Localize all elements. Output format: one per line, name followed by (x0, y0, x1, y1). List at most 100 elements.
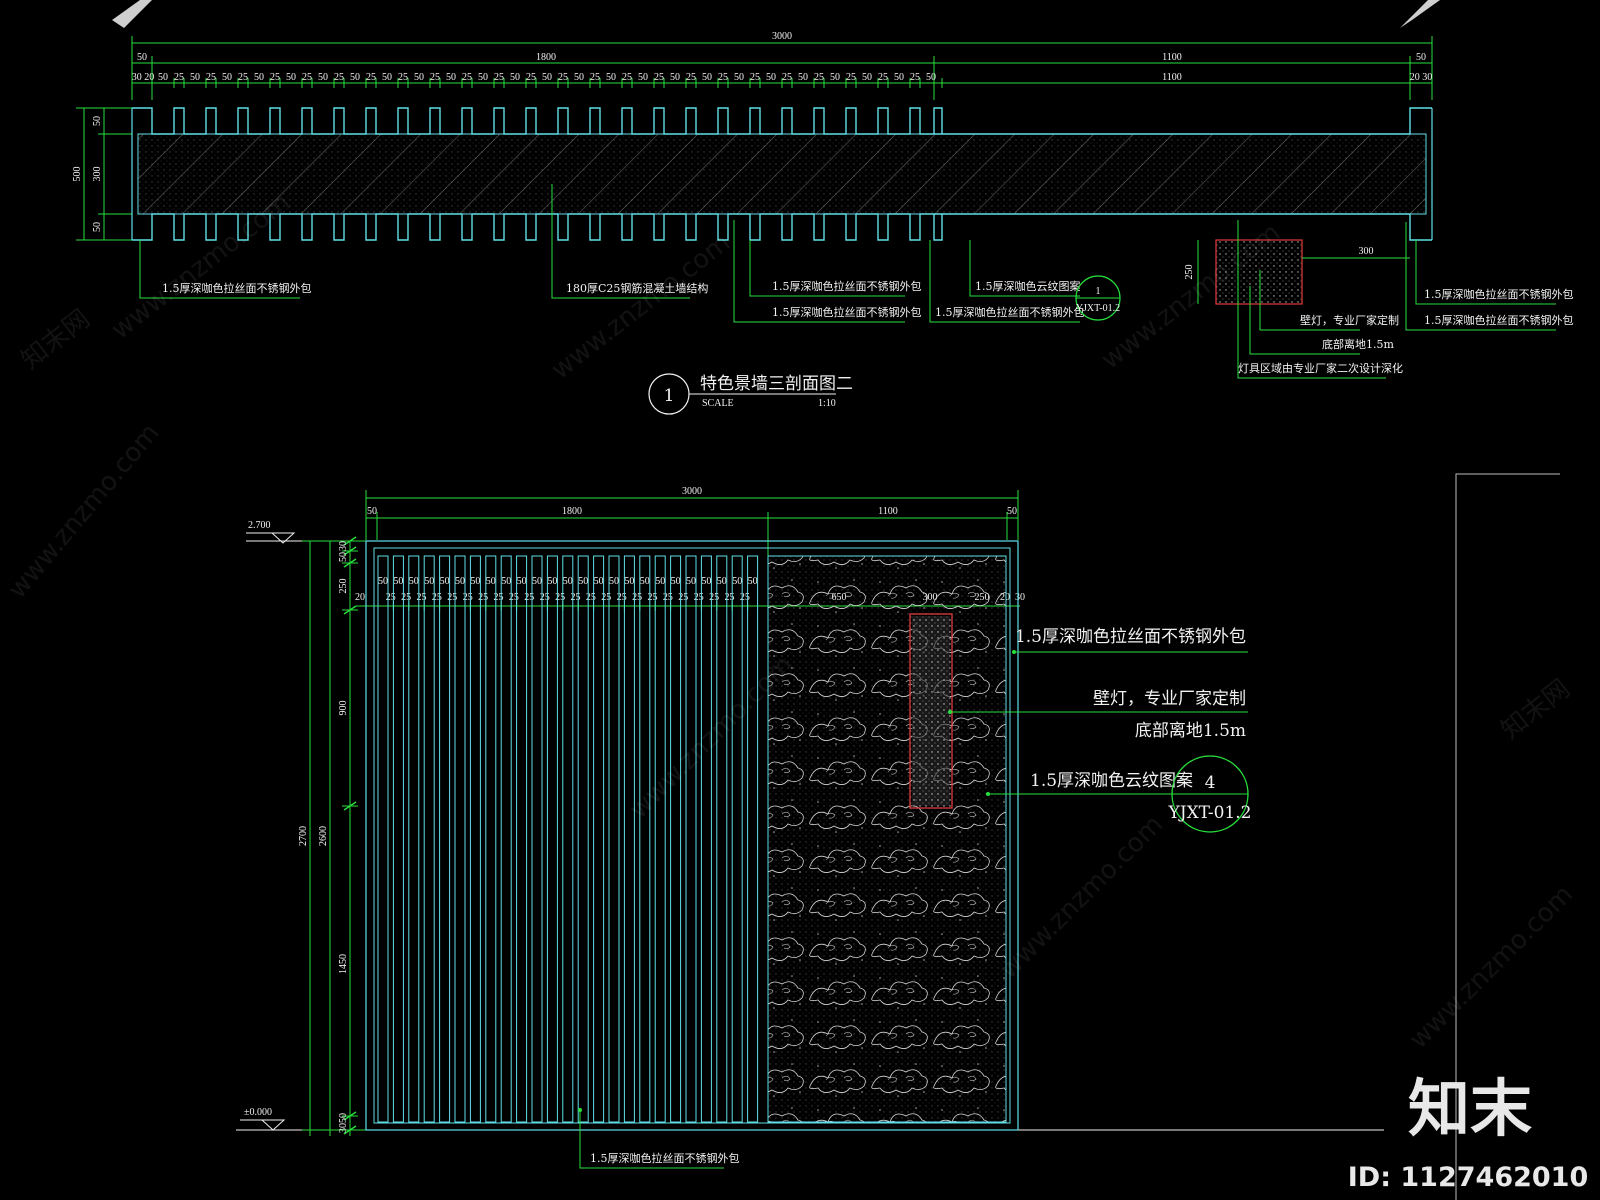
elev-fin-dim-50: 50 (455, 576, 465, 587)
elev-height-total: 2700 (298, 826, 309, 846)
top-fin-dim-50: 50 (734, 72, 744, 83)
fin-bar (454, 555, 466, 1123)
wall-light-plan (1215, 239, 1303, 305)
top-fin-dim-50: 50 (318, 72, 328, 83)
top-fin-dim-50: 50 (414, 72, 424, 83)
elev-fin-dim-25: 25 (540, 592, 550, 603)
elev-edge-30-right: 30 (1015, 592, 1025, 603)
fin-bar (562, 555, 574, 1123)
top-fin-dim-50: 50 (350, 72, 360, 83)
elev-fin-dim-50: 50 (440, 576, 450, 587)
top-fin-dim-25: 25 (718, 72, 728, 83)
elev-fin-dim-25: 25 (478, 592, 488, 603)
elev-dim-total: 3000 (682, 486, 702, 497)
top-dim-part-4: 50 (1416, 52, 1426, 63)
label-concrete: 180厚C25钢筋混凝土墙结构 (566, 281, 708, 295)
elev-fin-dim-25: 25 (617, 592, 627, 603)
elev-fin-dim-25: 25 (601, 592, 611, 603)
elev-dim-part-4: 50 (1007, 506, 1017, 517)
label-fins-a: 1.5厚深咖色拉丝面不锈钢外包 (772, 279, 922, 293)
elevation: 3000 50 1800 1100 50 5025502550255025502… (236, 486, 1384, 1169)
elev-fin-dim-25: 25 (648, 592, 658, 603)
top-fin-dim-25: 25 (910, 72, 920, 83)
elev-label-cloud: 1.5厚深咖色云纹图案 (1030, 771, 1193, 791)
watermark-cn-2: 知末网 (1496, 674, 1576, 746)
top-height-2: 300 (92, 167, 103, 182)
top-height-total: 500 (72, 167, 83, 182)
elev-fin-dim-50: 50 (547, 576, 557, 587)
top-dim-end: 20 30 (1410, 72, 1433, 83)
elev-fin-dim-50: 50 (655, 576, 665, 587)
top-fin-dim-25: 25 (270, 72, 280, 83)
fin-bar (639, 555, 651, 1123)
label-light-1: 壁灯，专业厂家定制 (1300, 313, 1399, 327)
elev-h-50-bot: 50 (338, 1113, 349, 1123)
wall-outline (365, 540, 1019, 1131)
top-fin-dim-25: 25 (174, 72, 184, 83)
top-fin-dim-50: 50 (478, 72, 488, 83)
top-fin-dim-25: 25 (398, 72, 408, 83)
elev-fin-dim-25: 25 (586, 592, 596, 603)
vertical-fins (377, 555, 759, 1123)
wall-inner-frame (373, 547, 1011, 1124)
fin-bar (408, 555, 420, 1123)
elev-fin-dim-50: 50 (640, 576, 650, 587)
top-fin-dim-25: 25 (878, 72, 888, 83)
top-fin-dim-25: 25 (494, 72, 504, 83)
elev-h-250: 250 (338, 579, 349, 594)
brand-logo: 知末 (1408, 1072, 1532, 1145)
top-fin-dim-25: 25 (846, 72, 856, 83)
top-fin-dim-50: 50 (286, 72, 296, 83)
elev-h-30-bot: 30 (338, 1123, 349, 1133)
top-fin-dim-25: 25 (238, 72, 248, 83)
fin-bar (685, 555, 697, 1123)
elev-h-30-top: 30 (338, 541, 349, 551)
top-fin-dim-50: 50 (798, 72, 808, 83)
detail-ref-num-top: 1 (1096, 286, 1101, 297)
label-cloud: 1.5厚深咖色云纹图案 (975, 279, 1081, 293)
title-number: 1 (664, 386, 675, 406)
elev-fin-dim-50: 50 (686, 576, 696, 587)
label-fins-b: 1.5厚深咖色拉丝面不锈钢外包 (772, 305, 922, 319)
top-fin-dim-50: 50 (606, 72, 616, 83)
top-fin-dim-50: 50 (254, 72, 264, 83)
elev-fin-dim-25: 25 (463, 592, 473, 603)
top-height-3: 50 (92, 222, 103, 232)
label-light-3: 灯具区域由专业厂家二次设计深化 (1238, 361, 1403, 375)
fin-bar (500, 555, 512, 1123)
top-fin-dim-50: 50 (190, 72, 200, 83)
top-dim-part-2: 1800 (536, 52, 556, 63)
fin-bar (747, 555, 759, 1123)
top-fin-dim-25: 25 (526, 72, 536, 83)
fin-profile-bottom (132, 213, 1432, 241)
top-fin-dim-25: 25 (814, 72, 824, 83)
elev-fin-dim-25: 25 (417, 592, 427, 603)
elev-fin-dim-50: 50 (732, 576, 742, 587)
elev-h-50-top: 50 (338, 552, 349, 562)
elev-h-900: 900 (338, 701, 349, 716)
top-fin-dim-25: 25 (430, 72, 440, 83)
top-fin-dim-50: 50 (222, 72, 232, 83)
elev-fin-dim-25: 25 (509, 592, 519, 603)
elev-fin-dim-50: 50 (594, 576, 604, 587)
fin-bar (731, 555, 743, 1123)
elev-fin-dim-50: 50 (609, 576, 619, 587)
label-right-2: 1.5厚深咖色拉丝面不锈钢外包 (1424, 313, 1574, 327)
top-dim-fin-right: 1100 (1162, 72, 1182, 83)
fin-bar (670, 555, 682, 1123)
elev-label-cladding: 1.5厚深咖色拉丝面不锈钢外包 (1015, 627, 1246, 647)
light-width-dim: 300 (1359, 246, 1374, 257)
elev-fin-dim-50: 50 (470, 576, 480, 587)
elev-fin-dim-25: 25 (524, 592, 534, 603)
brand-id: ID: 1127462010 (1348, 1162, 1589, 1193)
elev-dim-part-1: 50 (367, 506, 377, 517)
top-height-1: 50 (92, 116, 103, 126)
top-fin-dim-25: 25 (622, 72, 632, 83)
fin-bar (516, 555, 528, 1123)
elev-fin-dim-25: 25 (447, 592, 457, 603)
fin-profile-top (132, 107, 1432, 135)
detail-ref-sheet-top: YJXT-01.2 (1076, 303, 1120, 314)
fin-bar (608, 555, 620, 1123)
level-top: 2.700 (248, 520, 271, 531)
